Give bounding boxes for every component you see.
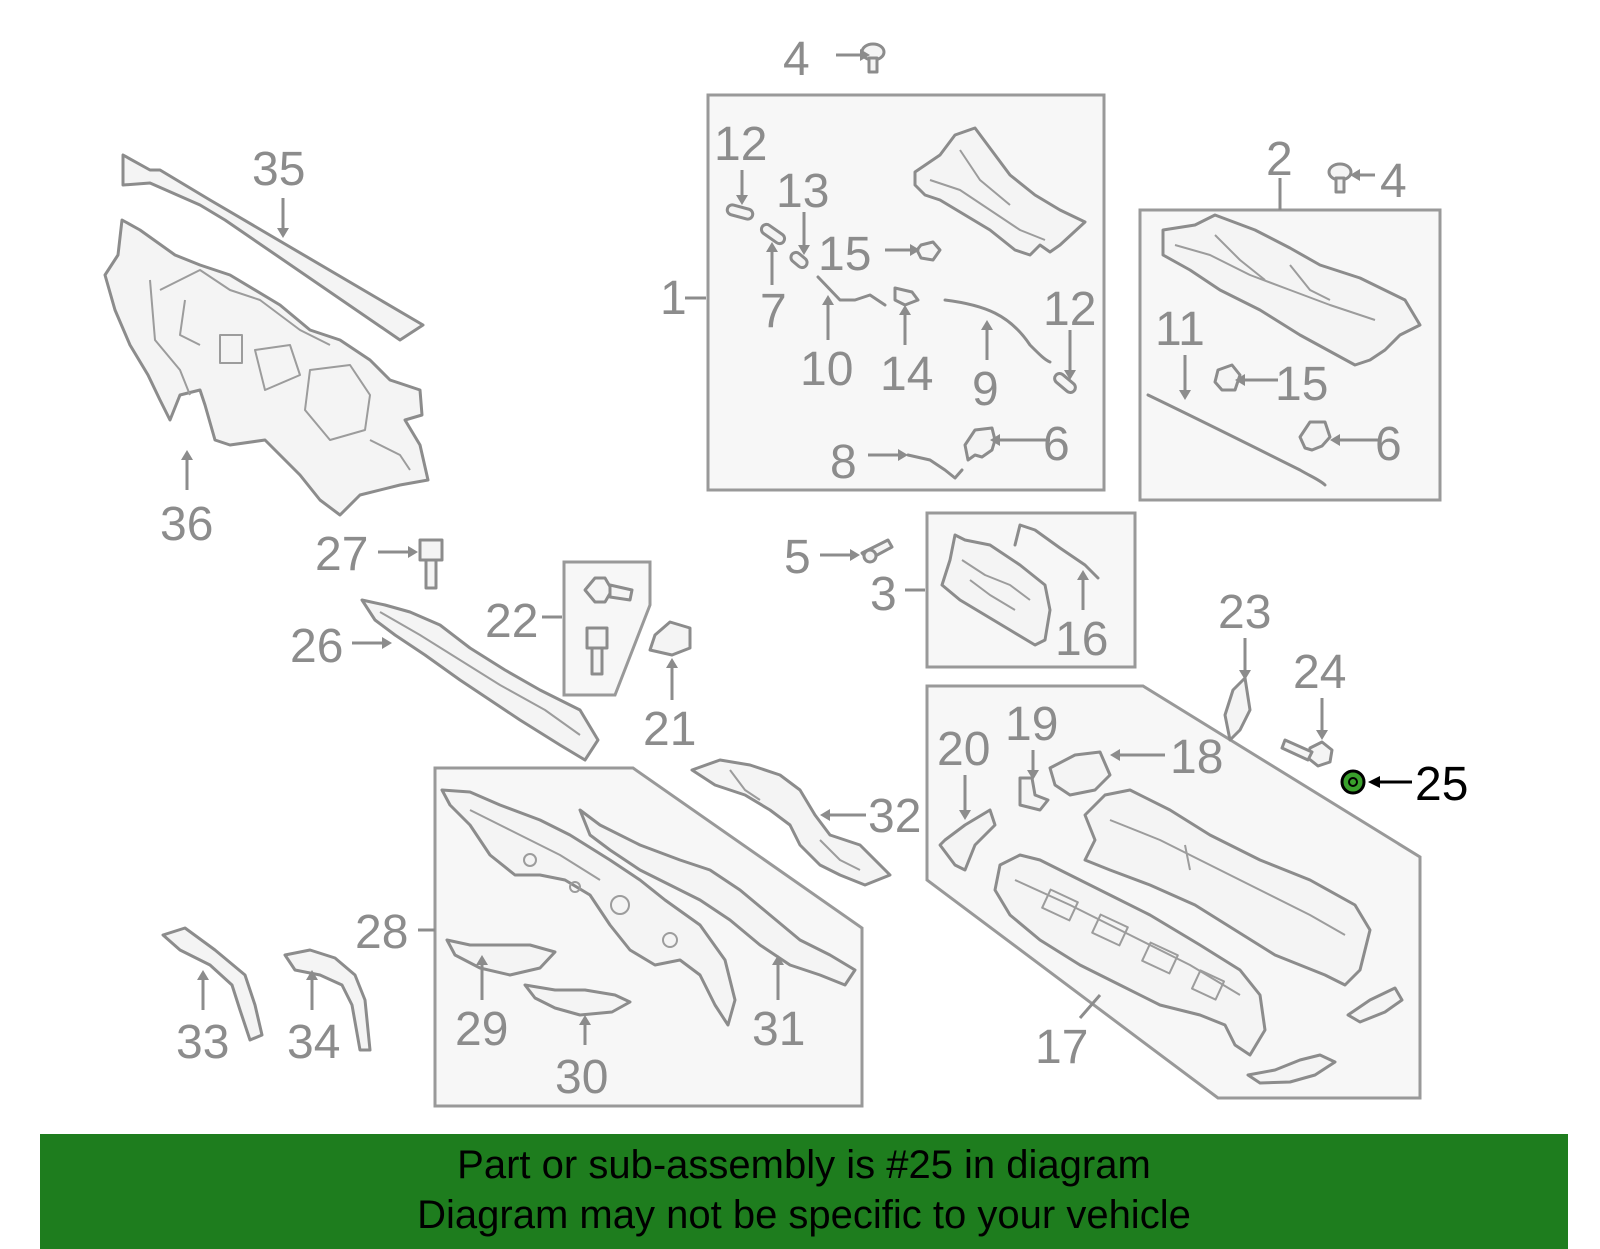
part-25-nut-hole [1348, 777, 1358, 787]
part-34-reinforcement [283, 948, 372, 1052]
part-17-upper-panel [1083, 788, 1372, 987]
part-13-clip [789, 250, 809, 270]
callout-15b: 15 [1275, 358, 1328, 411]
part-31-reinforcement [578, 808, 857, 987]
part-5-bolt-head [862, 548, 878, 564]
part-36-dash-insulator [103, 218, 430, 517]
part-12-clip-a [725, 203, 755, 221]
part-2-cowl-panel [1161, 213, 1422, 367]
callout-18: 18 [1170, 731, 1223, 784]
callout-8: 8 [830, 436, 857, 489]
part-15-nut-a [915, 240, 942, 262]
part-20-bracket [938, 808, 997, 872]
part-6-nozzle-b [1298, 420, 1332, 452]
callout-12a: 12 [714, 118, 767, 171]
callout-26: 26 [290, 620, 343, 673]
part-7-clip [759, 222, 787, 246]
banner-line-disclaimer: Diagram may not be specific to your vehi… [417, 1193, 1191, 1237]
callout-2: 2 [1266, 133, 1293, 186]
part-14-connector [893, 286, 920, 307]
callout-34: 34 [287, 1016, 340, 1069]
callout-15a: 15 [818, 228, 871, 281]
part-28-dash-panel [440, 788, 737, 1027]
callout-36: 36 [160, 498, 213, 551]
leader-lines [181, 49, 1412, 1045]
callout-24: 24 [1293, 646, 1346, 699]
callout-33: 33 [176, 1016, 229, 1069]
part-21-bracket [648, 620, 692, 657]
callout-35: 35 [252, 143, 305, 196]
callout-20: 20 [937, 723, 990, 776]
callout-28: 28 [355, 906, 408, 959]
part-17-side-bracket [1346, 986, 1404, 1024]
part-18-bracket [1048, 750, 1112, 797]
callout-9: 9 [972, 363, 999, 416]
part-17-lower-bracket [1246, 1053, 1337, 1085]
banner-line-part-number: Part or sub-assembly is #25 in diagram [457, 1143, 1151, 1187]
part-33-reinforcement [161, 926, 264, 1042]
info-banner: Part or sub-assembly is #25 in diagram D… [40, 1134, 1568, 1249]
callout-3: 3 [870, 568, 897, 621]
callout-6b: 6 [1375, 418, 1402, 471]
callout-labels: 4 4 2 35 36 1 12 13 7 15 10 14 9 12 6 8 … [160, 33, 1468, 1104]
part-3-cowl-insulator [940, 533, 1052, 647]
callout-23: 23 [1218, 586, 1271, 639]
callout-10: 10 [800, 343, 853, 396]
callout-4b: 4 [1380, 155, 1407, 208]
part-6-nozzle-a [963, 426, 997, 462]
part-1-cowl-panel [913, 126, 1087, 257]
part-4-screw-a [860, 42, 886, 74]
callout-29: 29 [455, 1003, 508, 1056]
callout-19: 19 [1005, 698, 1058, 751]
callout-12b: 12 [1043, 283, 1096, 336]
callout-7: 7 [760, 285, 787, 338]
callout-6a: 6 [1043, 418, 1070, 471]
callout-5: 5 [784, 531, 811, 584]
callout-22: 22 [485, 595, 538, 648]
part-32-bracket [690, 758, 892, 887]
callout-30: 30 [555, 1051, 608, 1104]
part-11-hose [1146, 393, 1327, 487]
part-25-nut [1340, 769, 1366, 795]
part-15-nut-b [1213, 363, 1242, 392]
part-16-seal [1013, 523, 1100, 580]
part-29-bracket [445, 938, 557, 977]
callout-25: 25 [1415, 758, 1468, 811]
callout-31: 31 [752, 1003, 805, 1056]
callout-16: 16 [1055, 613, 1108, 666]
callout-1: 1 [660, 272, 687, 325]
callout-11: 11 [1155, 303, 1205, 356]
part-26-cross-member [360, 598, 600, 762]
part-17-cowl-panel [993, 853, 1267, 1057]
callout-21: 21 [643, 703, 696, 756]
part-8-hose [906, 453, 964, 480]
part-4-screw-b [1327, 162, 1353, 194]
part-24-bolt [1280, 738, 1334, 768]
callout-32: 32 [868, 790, 921, 843]
part-25-nut-highlight [1340, 769, 1366, 795]
part-30-bracket [523, 983, 632, 1017]
part-35-dash-strip [121, 153, 425, 342]
callout-17: 17 [1035, 1021, 1088, 1074]
part-9-hose [943, 298, 1052, 364]
callout-27: 27 [315, 528, 368, 581]
callout-14: 14 [880, 348, 933, 401]
callout-4a: 4 [783, 33, 810, 86]
part-22-bolts [583, 576, 634, 676]
callout-13: 13 [776, 165, 829, 218]
part-10-hose [816, 275, 887, 307]
part-12-clip-b [1053, 372, 1077, 394]
part-27-bolt [418, 538, 444, 590]
part-23-bracket [1223, 676, 1252, 742]
